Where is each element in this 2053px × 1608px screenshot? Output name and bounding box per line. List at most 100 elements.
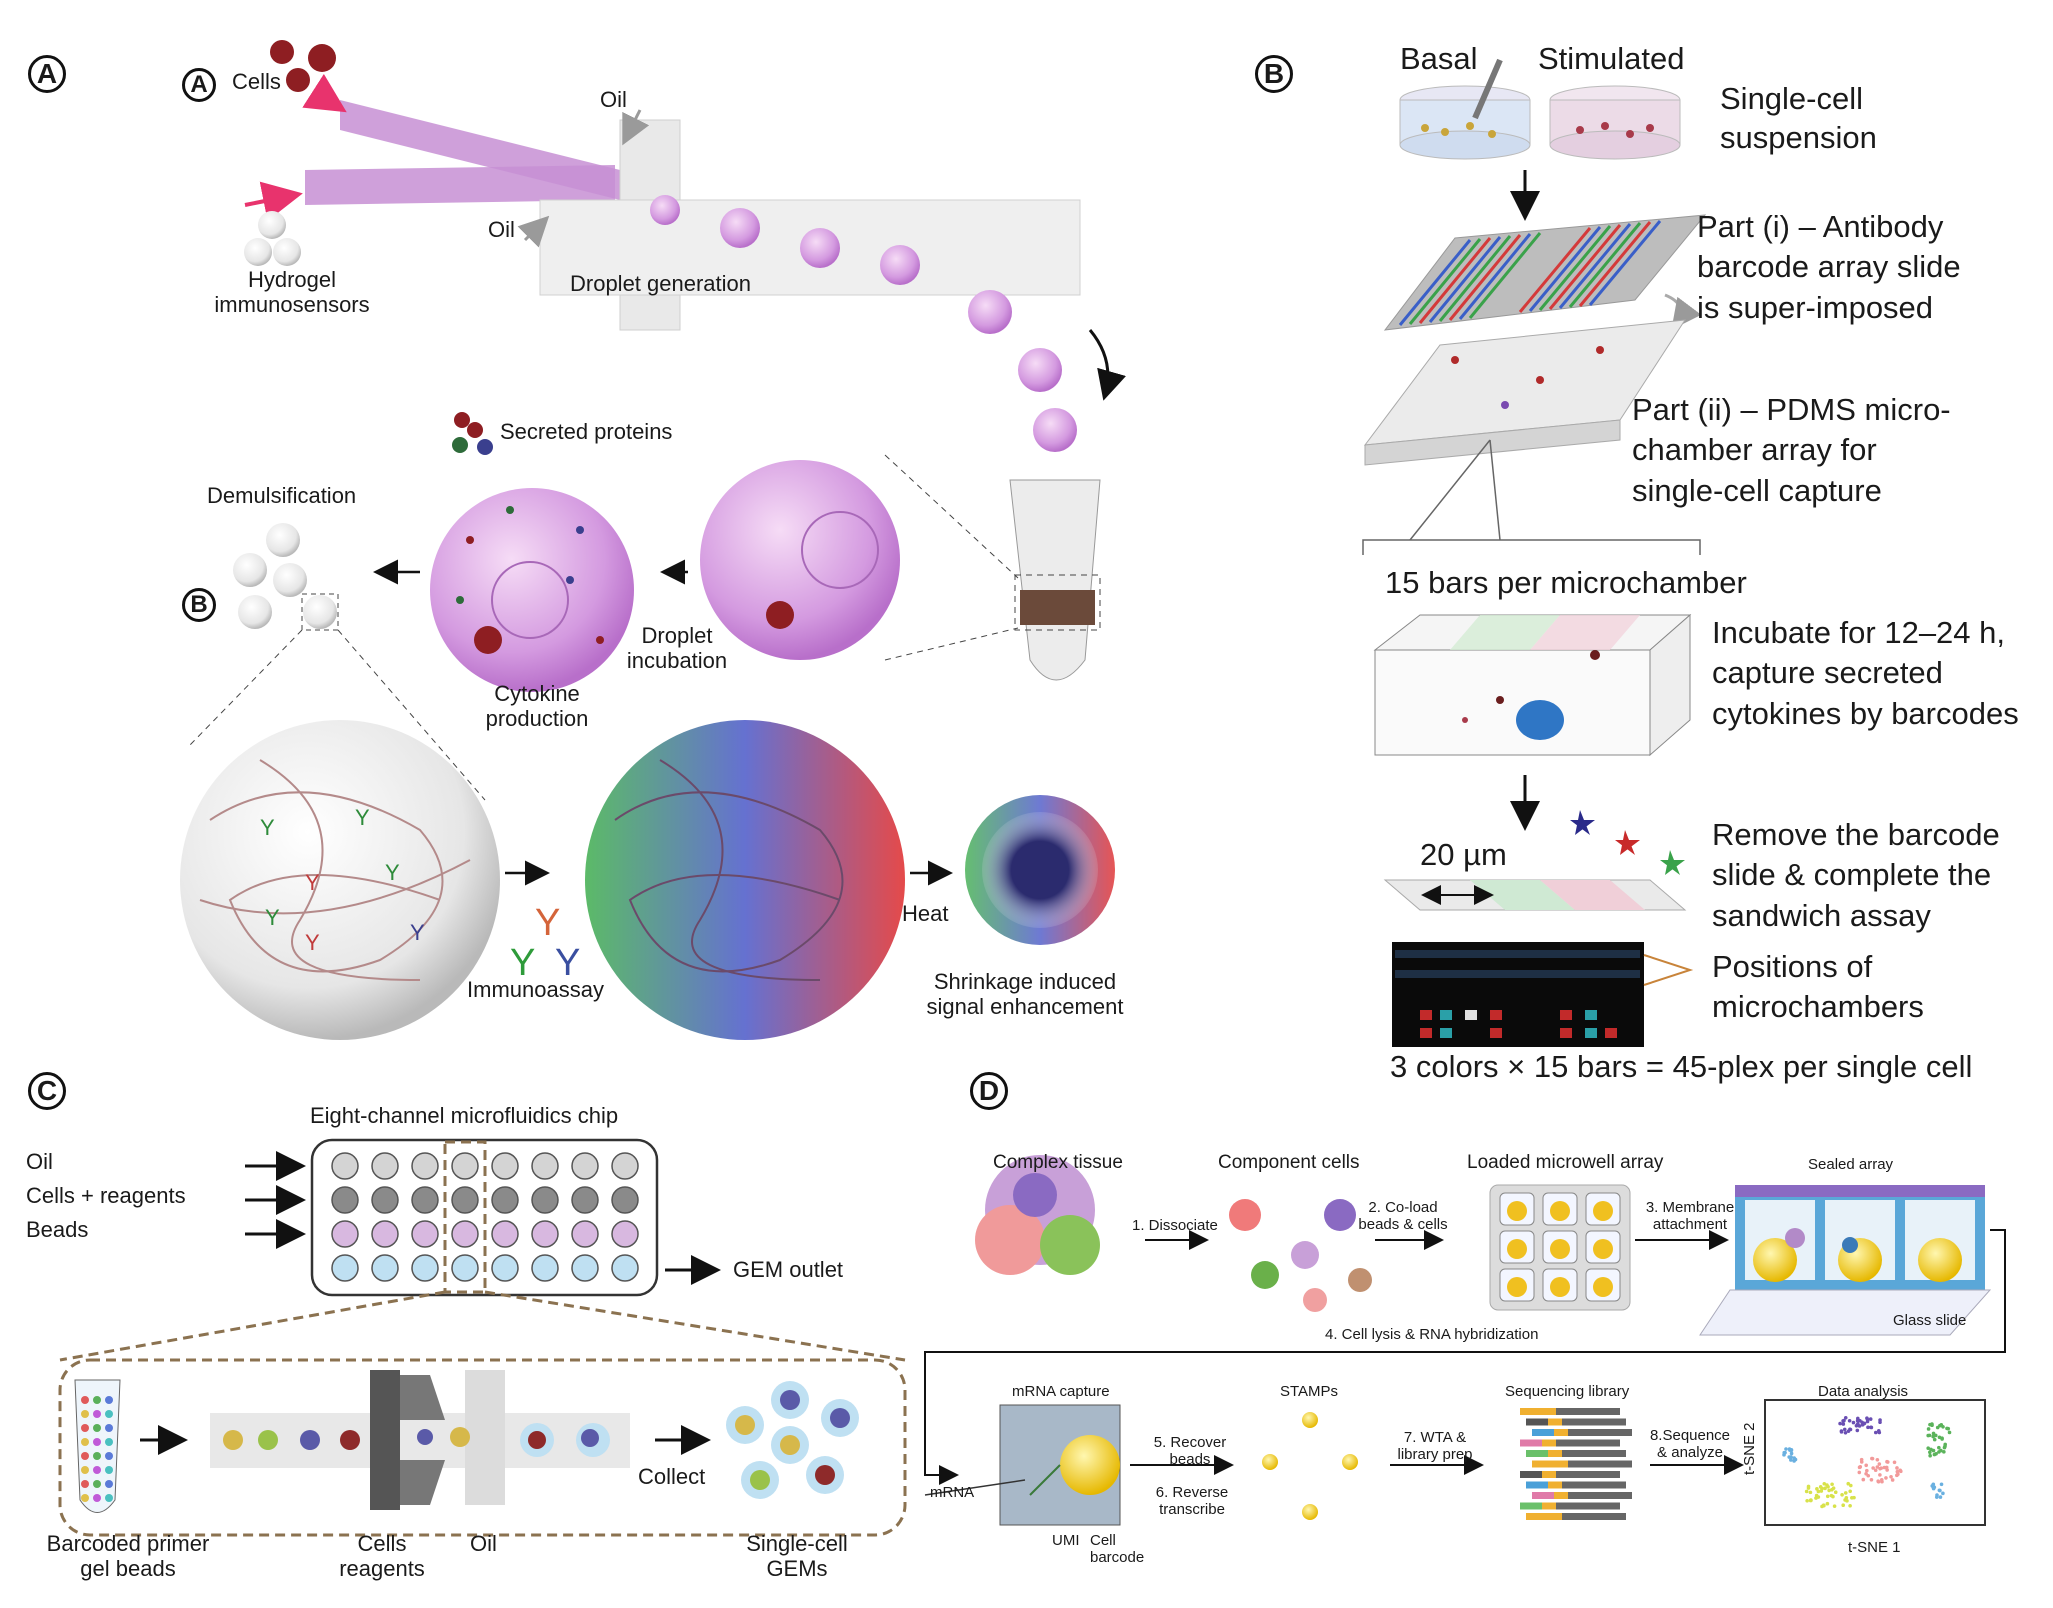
tsne-point bbox=[1814, 1493, 1819, 1498]
tsne-point bbox=[1822, 1481, 1827, 1486]
chip-well bbox=[611, 1152, 639, 1180]
tsne-point bbox=[1849, 1483, 1853, 1488]
seq-read-umi bbox=[1542, 1471, 1556, 1478]
tsne-point bbox=[1871, 1466, 1875, 1470]
bead bbox=[1593, 1277, 1613, 1297]
droplet-incubation-line2: incubation bbox=[626, 647, 728, 673]
tsne-point bbox=[1926, 1446, 1931, 1451]
step2-line2: beads & cells bbox=[1358, 1215, 1448, 1233]
chip-well bbox=[611, 1254, 639, 1282]
remove-line3: sandwich assay bbox=[1712, 897, 1931, 933]
cell-barcode-line1: Cell bbox=[1090, 1532, 1116, 1549]
gel-bead bbox=[93, 1410, 101, 1418]
svg-text:Y: Y bbox=[265, 905, 280, 930]
tsne-point bbox=[1816, 1489, 1821, 1494]
chip-well bbox=[331, 1152, 359, 1180]
tsne-point bbox=[1792, 1456, 1796, 1460]
part-ii-line1: Part (ii) – PDMS micro- bbox=[1632, 392, 1951, 427]
barcoded-line2: gel beads bbox=[80, 1555, 176, 1581]
tsne-point bbox=[1928, 1453, 1932, 1458]
tsne-point bbox=[1892, 1460, 1897, 1465]
tsne-point bbox=[1806, 1484, 1811, 1489]
bead bbox=[1593, 1239, 1613, 1259]
tsne-point bbox=[1857, 1470, 1862, 1475]
gel-bead bbox=[105, 1452, 113, 1460]
mrna-capture-label: mRNA capture bbox=[1012, 1383, 1110, 1400]
oil-channel-label: Oil bbox=[470, 1531, 497, 1556]
incubate-label: Incubate for 12–24 h, capture secreted c… bbox=[1712, 613, 2019, 734]
tsne-point bbox=[1930, 1422, 1934, 1426]
panel-c-badge: C bbox=[28, 1072, 66, 1110]
svg-text:Y: Y bbox=[535, 902, 560, 944]
tsne-point bbox=[1843, 1416, 1848, 1420]
demulsification-label: Demulsification bbox=[207, 483, 357, 508]
tsne2-label: t-SNE 2 bbox=[1741, 1422, 1758, 1475]
sealed-array-label: Sealed array bbox=[1808, 1156, 1894, 1173]
tsne-point bbox=[1842, 1427, 1847, 1432]
incubate-line2: capture secreted bbox=[1712, 655, 1943, 691]
tsne-point bbox=[1880, 1479, 1884, 1484]
tsne-point bbox=[1935, 1493, 1939, 1497]
chip-well bbox=[571, 1152, 599, 1180]
gel-bead bbox=[93, 1396, 101, 1404]
chip-well bbox=[531, 1220, 559, 1248]
tsne-point bbox=[1941, 1424, 1945, 1429]
svg-text:Y: Y bbox=[555, 942, 580, 984]
mrna-label: mRNA bbox=[930, 1484, 975, 1501]
cytokine-production-line1: Cytokine bbox=[494, 681, 580, 706]
remove-line2: slide & complete the bbox=[1712, 857, 1992, 893]
tsne-point bbox=[1931, 1486, 1936, 1491]
chip-well bbox=[451, 1152, 479, 1180]
svg-text:Y: Y bbox=[510, 942, 535, 984]
tsne-point bbox=[1848, 1489, 1852, 1494]
step8-label: 8.Sequence & analyze bbox=[1650, 1427, 1730, 1462]
chip-title: Eight-channel microfluidics chip bbox=[310, 1103, 619, 1128]
tsne-point bbox=[1941, 1491, 1945, 1496]
step6-label: 6. Reverse transcribe bbox=[1156, 1484, 1229, 1519]
immunoassay-label: Immunoassay bbox=[467, 977, 604, 1002]
gel-bead bbox=[81, 1480, 89, 1488]
bead bbox=[1507, 1239, 1527, 1259]
tsne-point bbox=[1852, 1495, 1856, 1500]
tsne-point bbox=[1875, 1458, 1880, 1462]
gel-bead bbox=[81, 1396, 89, 1404]
droplet-incubation-line1: Droplet bbox=[641, 623, 713, 648]
tsne-point bbox=[1789, 1447, 1794, 1452]
seq-read bbox=[1532, 1460, 1632, 1468]
step7-label: 7. WTA & library prep bbox=[1397, 1429, 1473, 1464]
tsne-point bbox=[1787, 1455, 1791, 1459]
tsne-point bbox=[1840, 1493, 1844, 1497]
tsne-point bbox=[1865, 1419, 1870, 1424]
tsne-point bbox=[1844, 1495, 1849, 1500]
step8-line2: & analyze bbox=[1657, 1443, 1723, 1461]
cell-barcode-label: Cell barcode bbox=[1090, 1532, 1145, 1567]
chip-well bbox=[571, 1254, 599, 1282]
tsne-point bbox=[1825, 1501, 1830, 1506]
tsne-point bbox=[1878, 1466, 1882, 1471]
part-ii-label: Part (ii) – PDMS micro- chamber array fo… bbox=[1632, 390, 1951, 511]
chip-well bbox=[531, 1254, 559, 1282]
tsne-point bbox=[1878, 1473, 1882, 1477]
chip-well bbox=[331, 1186, 359, 1214]
hydrogel-label: Hydrogel immunosensors bbox=[214, 267, 369, 317]
step7-line2: library prep bbox=[1397, 1445, 1473, 1463]
tsne-point bbox=[1926, 1427, 1931, 1431]
tsne-point bbox=[1873, 1468, 1878, 1473]
bead bbox=[1507, 1201, 1527, 1221]
tsne-point bbox=[1868, 1417, 1873, 1421]
seq-read bbox=[1520, 1408, 1620, 1415]
seq-read-umi bbox=[1542, 1408, 1556, 1415]
seq-read-barcode bbox=[1520, 1502, 1542, 1510]
tsne-point bbox=[1876, 1428, 1881, 1433]
tsne-point bbox=[1875, 1465, 1880, 1469]
gel-bead bbox=[105, 1466, 113, 1474]
bead bbox=[1593, 1201, 1613, 1221]
tsne-point bbox=[1784, 1447, 1788, 1451]
gel-bead bbox=[93, 1466, 101, 1474]
cell-barcode-line2: barcode bbox=[1090, 1548, 1145, 1566]
droplet-generation-label: Droplet generation bbox=[570, 271, 752, 296]
chip-well bbox=[411, 1152, 439, 1180]
gel-bead bbox=[105, 1396, 113, 1404]
gel-bead bbox=[81, 1410, 89, 1418]
